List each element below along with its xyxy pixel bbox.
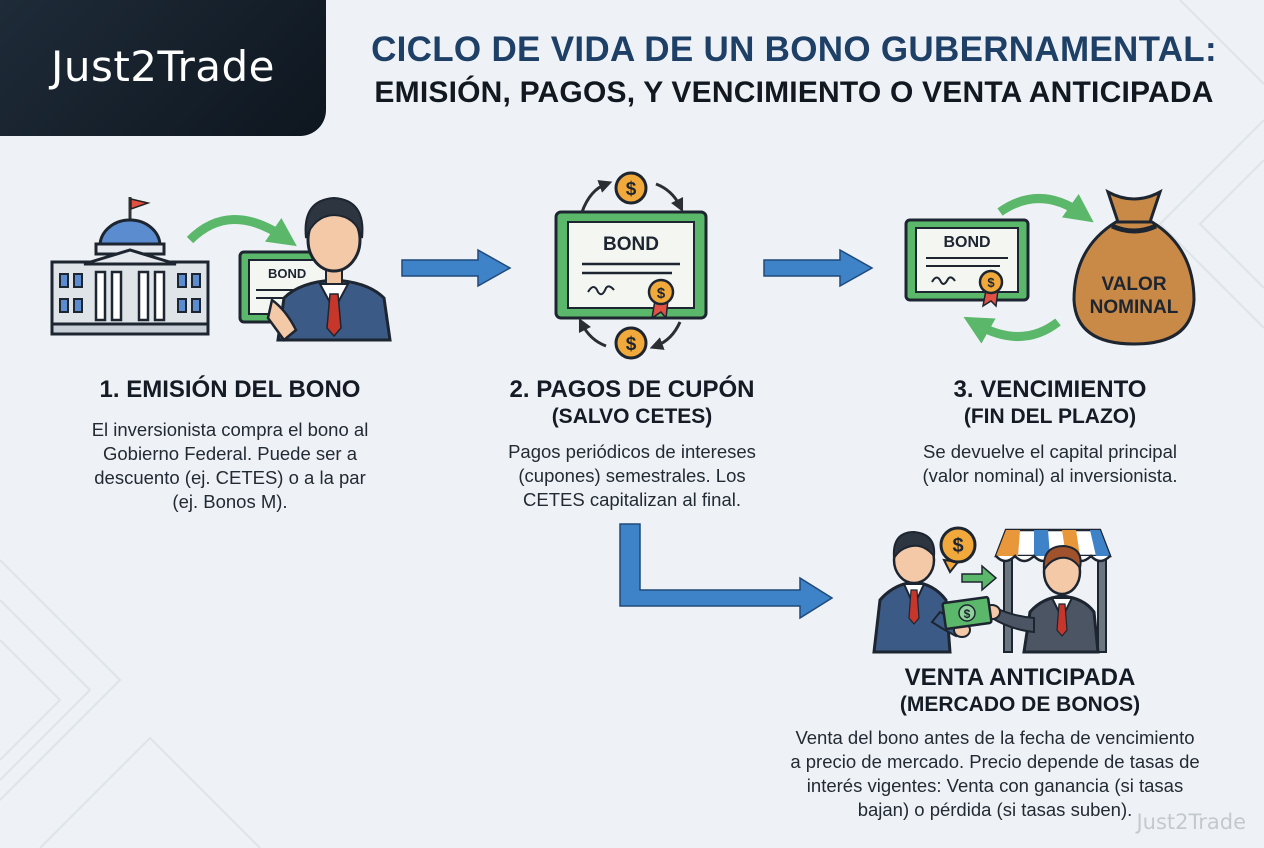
page-subtitle: EMISIÓN, PAGOS, Y VENCIMIENTO O VENTA AN…: [374, 76, 1214, 109]
early-sale-title: VENTA ANTICIPADA: [904, 664, 1136, 691]
government-building-icon: [50, 197, 210, 336]
logo-text: Just2Trade: [50, 41, 276, 91]
bond-label: BOND: [603, 234, 659, 255]
step3-title: 3. VENCIMIENTO: [953, 376, 1147, 403]
coupon-coin-icon: $: [614, 171, 648, 205]
watermark: Just2Trade: [1136, 810, 1246, 834]
step2-subtitle: (SALVO CETES): [551, 405, 713, 428]
investor-person-icon: [266, 196, 392, 342]
seller-person-icon: [983, 544, 1100, 654]
early-sale-subtitle: (MERCADO DE BONOS): [899, 693, 1141, 716]
page-title: CICLO DE VIDA DE UN BONO GUBERNAMENTAL:: [371, 30, 1217, 69]
dollar-sign: $: [964, 607, 971, 621]
step2-description: Pagos periódicos de intereses (cupones) …: [508, 441, 756, 510]
money-bag-label-line2: NOMINAL: [1090, 297, 1179, 318]
bond-certificate-icon: BOND $: [554, 210, 708, 320]
money-bag-label-line1: VALOR: [1101, 274, 1166, 295]
speech-coin-icon: $: [939, 526, 977, 574]
dollar-sign: $: [626, 334, 637, 355]
step1-title: 1. EMISIÓN DEL BONO: [99, 376, 361, 403]
cash-bill-icon: $: [941, 595, 993, 631]
dollar-sign: $: [626, 179, 637, 200]
bond-certificate-icon: BOND $: [904, 218, 1030, 308]
logo-box: Just2Trade: [0, 0, 326, 136]
coupon-coin-icon: $: [614, 326, 648, 360]
dollar-sign: $: [657, 285, 666, 302]
arrow-down-right-icon: [619, 523, 834, 620]
arrow-right-icon: [763, 248, 874, 288]
step2-title: 2. PAGOS DE CUPÓN: [509, 376, 755, 403]
arrow-right-icon: [401, 248, 512, 288]
step3-subtitle: (FIN DEL PLAZO): [963, 405, 1137, 428]
market-stall-icon: [994, 528, 1112, 653]
cycle-arrows-icon: [578, 180, 684, 350]
buyer-person-icon: [872, 530, 971, 654]
green-curved-arrow-icon: [186, 215, 297, 247]
step1-description: El inversionista compra el bono al Gobie…: [91, 419, 369, 512]
bond-label: BOND: [268, 266, 306, 281]
exchange-arrow-icon: [961, 564, 998, 592]
green-curved-arrow-icon: [997, 193, 1094, 223]
bond-label: BOND: [943, 234, 990, 251]
dollar-sign: $: [987, 275, 995, 290]
early-sale-description: Venta del bono antes de la fecha de venc…: [790, 727, 1200, 820]
green-curved-arrow-icon: [963, 316, 1061, 344]
money-bag-icon: VALOR NOMINAL: [1072, 188, 1196, 346]
dollar-sign: $: [952, 535, 963, 557]
step3-description: Se devuelve el capital principal (valor …: [922, 441, 1178, 486]
